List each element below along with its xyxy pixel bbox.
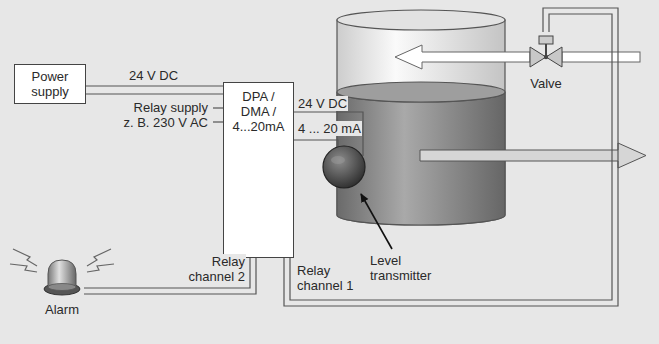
part-label: Level transmitter (370, 253, 431, 283)
level-transmitter: Level transmitter (322, 145, 366, 189)
signal-wire (294, 140, 338, 146)
alarm-siren-symbol (48, 284, 76, 291)
signal-label: 24 V DC (297, 96, 348, 111)
tank (337, 10, 505, 225)
relay-supply-wires (213, 107, 223, 108)
box-label: DPA / DMA / 4...20mA (232, 89, 284, 134)
alarm-flashes (13, 249, 37, 266)
inlet-pipe (395, 45, 640, 69)
signal-wire (86, 86, 223, 94)
alarm-flashes (87, 249, 111, 266)
tank (337, 10, 505, 30)
inlet-pipe (395, 45, 530, 69)
signal-label: 24 V DC (128, 68, 179, 83)
signal-wire (290, 14, 612, 300)
alarm-siren: Alarm (40, 252, 84, 298)
signal-label: 4 ... 20 mA (297, 121, 362, 136)
supply-label: Relay supply (134, 100, 208, 115)
controller-box: DPA / DMA / 4...20mA (223, 82, 294, 258)
alarm-flashes (10, 264, 37, 272)
valve-symbol (546, 47, 562, 67)
signal-wire (86, 85, 223, 86)
signal-wire (86, 93, 223, 94)
signal-wire (294, 140, 338, 146)
relay-supply-wires (213, 108, 223, 122)
signal-wire (284, 8, 618, 306)
signal-label: Relay channel 2 (178, 254, 246, 284)
leader-arrow (361, 194, 392, 249)
level-transmitter-symbol (322, 145, 366, 189)
level-transmitter-symbol (331, 156, 345, 164)
supply-label: z. B. 230 V AC (123, 115, 208, 130)
valve-symbol (530, 47, 546, 67)
box-label: Power supply (31, 69, 69, 99)
alarm-siren-symbol (48, 260, 76, 287)
valve-symbol (539, 36, 553, 44)
valve-symbol (528, 32, 564, 70)
signal-label: Relay channel 1 (296, 263, 368, 293)
part-label: Valve (518, 76, 574, 91)
part-label: Alarm (36, 302, 88, 317)
signal-wire (284, 8, 618, 306)
alarm-flashes (87, 264, 114, 272)
valve: Valve (528, 32, 564, 70)
relay-supply-wires (213, 121, 223, 122)
alarm-siren-symbol (40, 252, 84, 298)
leader-arrow (361, 194, 392, 249)
valve-symbol (544, 55, 548, 59)
level-transmitter-symbol (323, 146, 365, 188)
power-supply-box: Power supply (14, 64, 86, 104)
tank (337, 82, 505, 102)
inlet-pipe (562, 52, 640, 62)
